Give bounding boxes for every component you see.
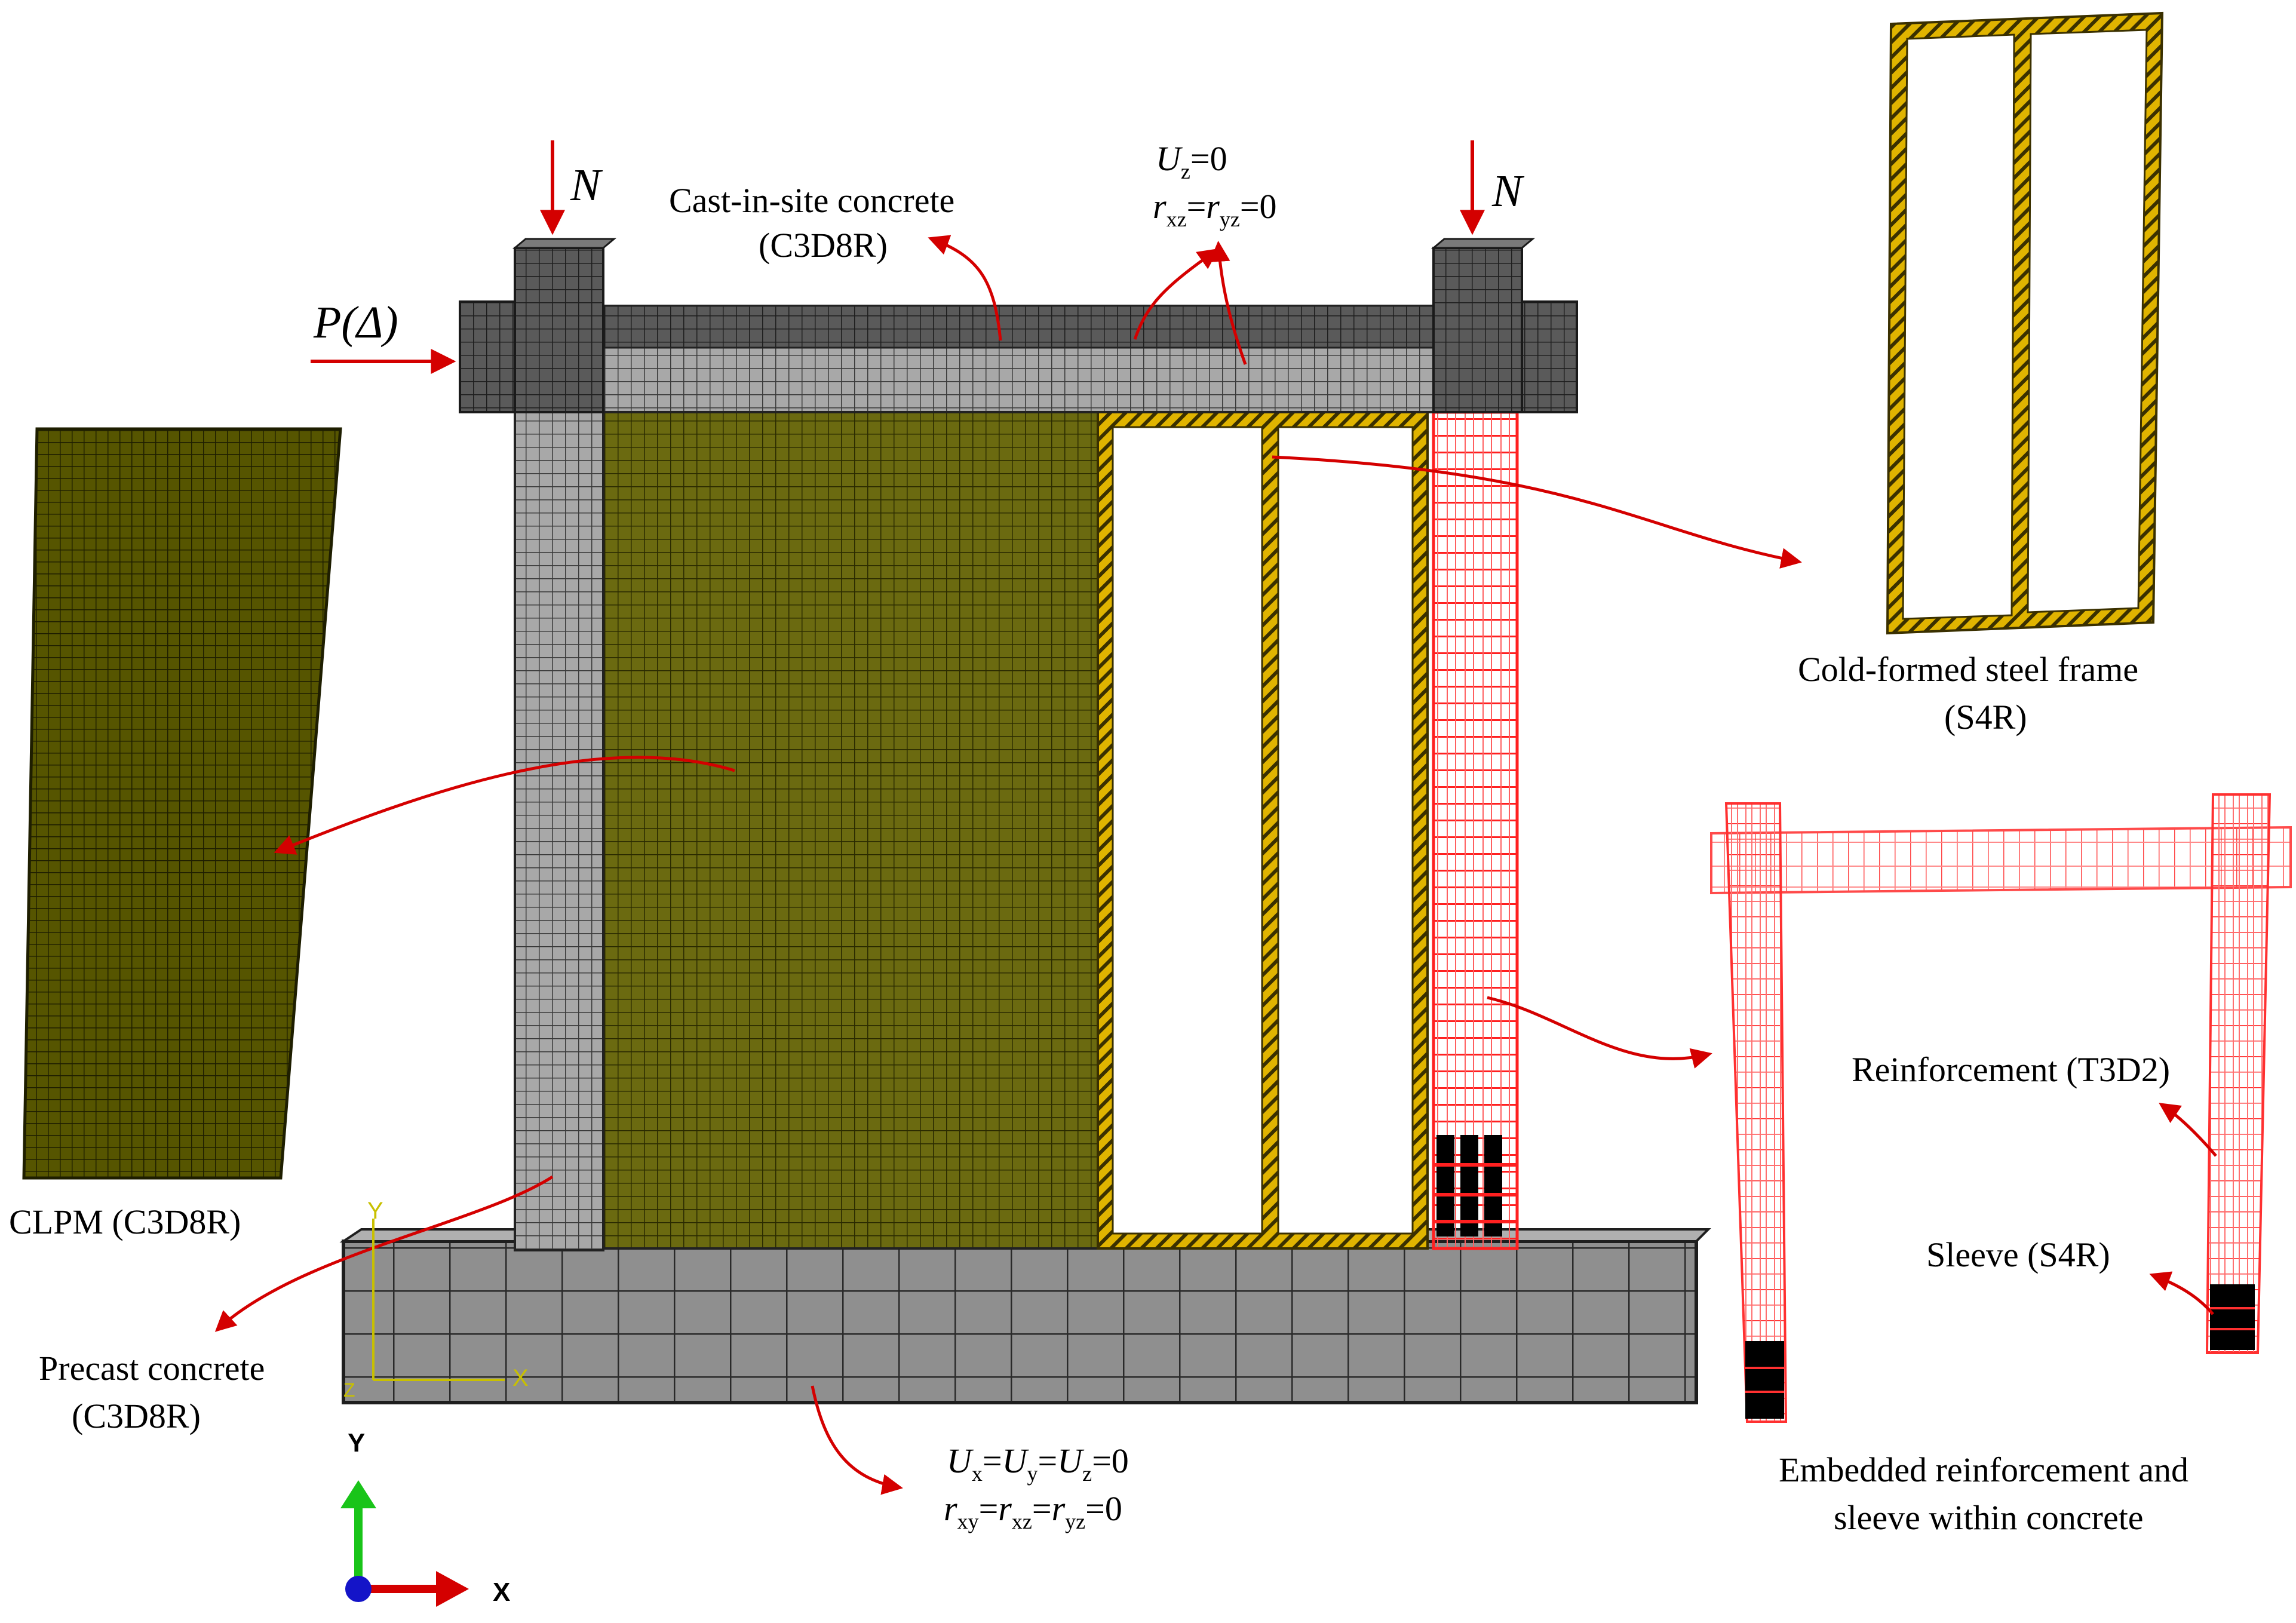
left-joint-core xyxy=(514,247,604,413)
exploded-rebar-cage xyxy=(1710,793,2292,1423)
exploded-right-sleeves xyxy=(2210,1284,2255,1350)
cfs-frame-opening-left xyxy=(1112,426,1263,1235)
exploded-right-column-rebar xyxy=(2205,793,2272,1354)
right-joint-stub xyxy=(1521,300,1578,413)
top-bc-line2: rxz=ryz=0 xyxy=(1153,187,1277,231)
cfs-frame-label: Cold-formed steel frame xyxy=(1798,650,2138,689)
leader-rebar xyxy=(1487,996,1712,1069)
right-column-sleeves xyxy=(1434,1135,1517,1237)
leader-clpm xyxy=(274,756,735,855)
global-axis-triad: Y X xyxy=(340,1428,510,1607)
exploded-left-sleeves xyxy=(1745,1341,1784,1419)
cfs-frame-opening-right xyxy=(1277,426,1414,1235)
cast-in-site-elem-label: (C3D8R) xyxy=(759,226,888,265)
inner-axis-y-label: Y xyxy=(367,1198,383,1224)
exploded-clpm-panel xyxy=(22,427,342,1180)
bottom-bc-line2: rxy=rxz=ryz=0 xyxy=(944,1489,1122,1533)
precast-elem-label: (C3D8R) xyxy=(72,1397,201,1435)
foundation-beam xyxy=(342,1240,1698,1404)
right-joint-core xyxy=(1432,247,1523,413)
inner-axis: Y X Z xyxy=(343,1198,529,1401)
bottom-bc-line1: Ux=Uy=Uz=0 xyxy=(947,1441,1129,1486)
leader-reinforcement xyxy=(2159,1103,2217,1157)
reinforcement-label: Reinforcement (T3D2) xyxy=(1852,1050,2170,1089)
leader-sleeve xyxy=(2149,1271,2214,1315)
inner-axis-x-label: X xyxy=(512,1365,529,1391)
exploded-cfs-frame xyxy=(1886,11,2164,635)
inner-axis-z-label: Z xyxy=(343,1379,355,1401)
embedded-line1: Embedded reinforcement and xyxy=(1779,1450,2188,1489)
left-precast-column xyxy=(514,398,604,1251)
leader-top-bc-1 xyxy=(1133,248,1219,340)
triad-x-label: X xyxy=(493,1578,510,1607)
leader-cfs-frame xyxy=(1272,455,1802,569)
top-bc-line1: Uz=0 xyxy=(1156,139,1227,183)
cfs-frame-elem-label: (S4R) xyxy=(1944,698,2027,737)
precast-label: Precast concrete xyxy=(39,1349,265,1388)
cast-in-site-label: Cast-in-site concrete xyxy=(669,181,954,220)
sleeve-label: Sleeve (S4R) xyxy=(1926,1235,2110,1274)
lateral-load-label: P(Δ) xyxy=(313,297,398,348)
leader-precast xyxy=(214,1175,554,1332)
clpm-label: CLPM (C3D8R) xyxy=(9,1202,241,1241)
axial-load-left-label: N xyxy=(570,160,603,210)
top-beam-dark-band xyxy=(602,305,1435,349)
axial-load-right-label: N xyxy=(1491,166,1525,216)
right-column-rebar-cage xyxy=(1432,410,1519,1250)
exploded-left-column-rebar xyxy=(1724,802,1788,1423)
left-joint-stub xyxy=(459,300,516,413)
leader-top-bc-2 xyxy=(1209,241,1247,365)
embedded-line2: sleeve within concrete xyxy=(1834,1498,2144,1537)
clpm-infill-panel xyxy=(602,411,1100,1250)
triad-y-label: Y xyxy=(348,1428,365,1458)
leader-cast-in-site xyxy=(928,235,1002,341)
leader-bottom-bc xyxy=(811,1385,903,1495)
